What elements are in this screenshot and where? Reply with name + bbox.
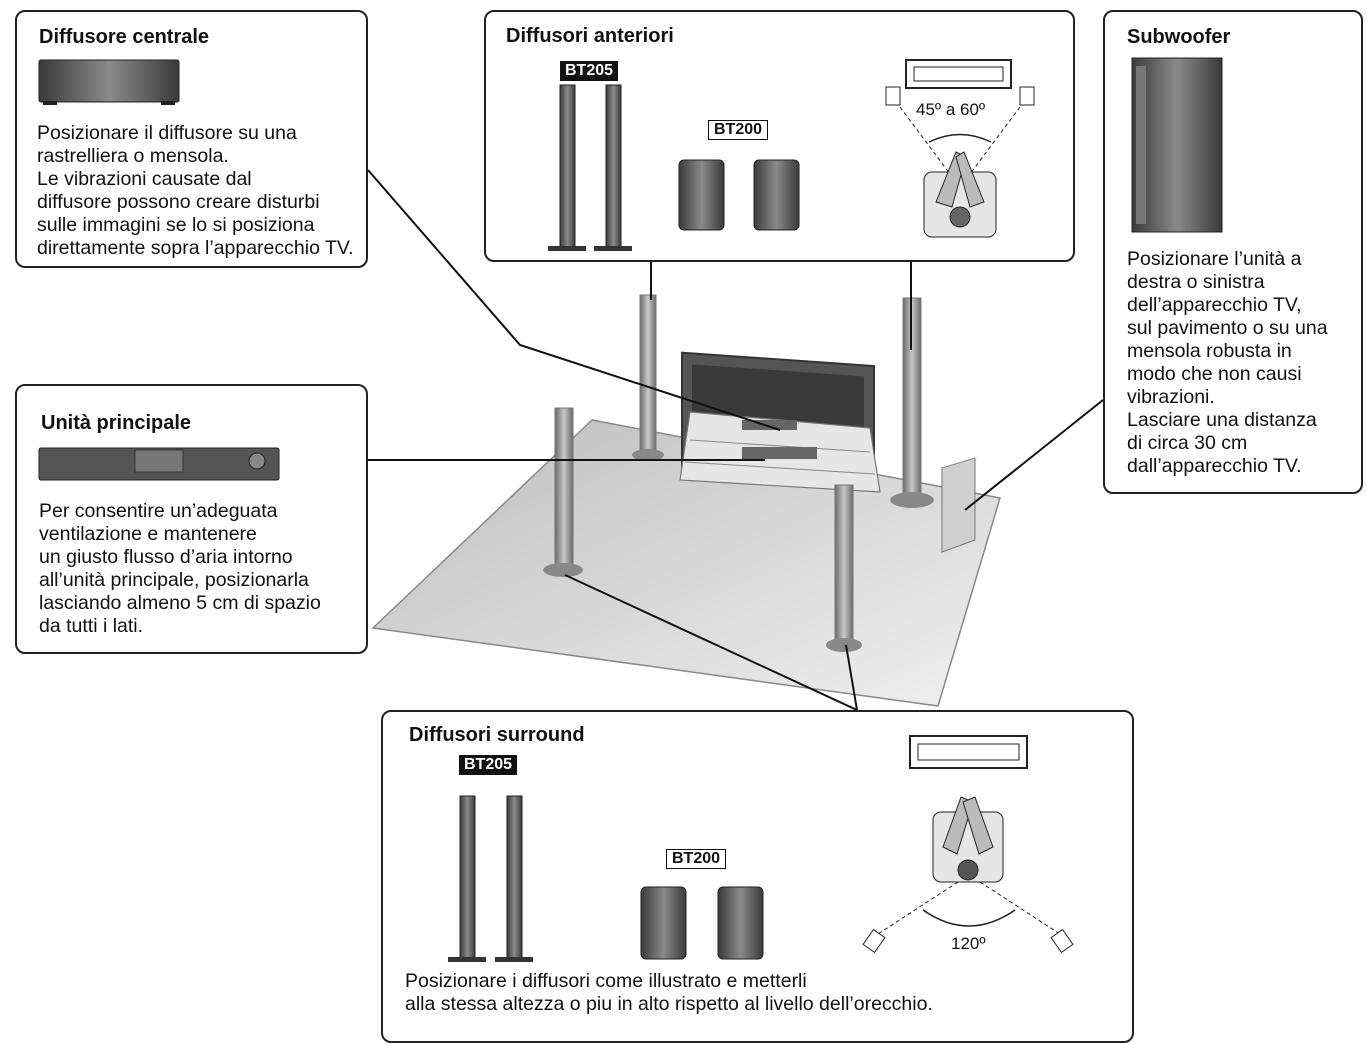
front-bt205-tag: BT205 (560, 61, 619, 81)
center-speaker-panel: Diffusore centrale Posizionare il diffus… (15, 10, 368, 268)
surround-right-speaker (834, 484, 854, 641)
front-speakers-title: Diffusori anteriori (506, 25, 674, 47)
subwoofer-text: Posizionare l’unità a destra o sinistra … (1127, 248, 1328, 477)
rack-center-speaker (742, 420, 797, 430)
main-unit-text: Per consentire un’adeguata ventilazione … (39, 500, 321, 637)
front-speakers-illustration (548, 59, 1035, 251)
front-bt200-tag: BT200 (708, 120, 769, 140)
subwoofer-panel: Subwoofer Posizionare l’unità a destra o… (1103, 10, 1363, 494)
surround-compact-speaker-right (717, 886, 764, 960)
floor-subwoofer (941, 457, 976, 553)
center-speaker-title: Diffusore centrale (39, 26, 210, 48)
surround-bt200-tag: BT200 (666, 849, 727, 869)
rack-main-unit (742, 447, 817, 459)
surround-speakers-title: Diffusori surround (409, 724, 585, 746)
surround-angle-label: 120º (951, 934, 986, 953)
front-left-speaker (639, 294, 657, 451)
surround-speakers-illustration (448, 735, 1074, 962)
front-tall-speaker-right (594, 84, 632, 251)
front-angle-label: 45º a 60º (916, 100, 986, 119)
center-speaker-image (38, 59, 180, 105)
surround-tall-speaker-right (495, 795, 533, 962)
surround-left-speaker (554, 407, 574, 567)
main-unit-panel: Unità principale Per consentire un’adegu… (15, 384, 368, 654)
surround-bt205-tag: BT205 (459, 755, 518, 775)
surround-compact-speaker-left (640, 886, 687, 960)
front-speakers-panel: Diffusori anteriori BT205 BT200 45º a 60… (484, 10, 1075, 262)
front-compact-speaker-left (678, 159, 725, 231)
surround-text: Posizionare i diffusori come illustrato … (405, 970, 933, 1015)
main-unit-image (38, 447, 280, 481)
main-unit-title: Unità principale (41, 412, 192, 434)
surround-tall-speaker-left (448, 795, 486, 962)
subwoofer-image (1131, 57, 1223, 233)
center-speaker-text: Posizionare il diffusore su una rastrell… (37, 122, 354, 259)
subwoofer-title: Subwoofer (1127, 26, 1231, 48)
front-tall-speaker-left (548, 84, 586, 251)
surround-speakers-panel: Diffusori surround BT205 BT200 120º Posi… (381, 710, 1134, 1043)
front-compact-speaker-right (753, 159, 800, 231)
